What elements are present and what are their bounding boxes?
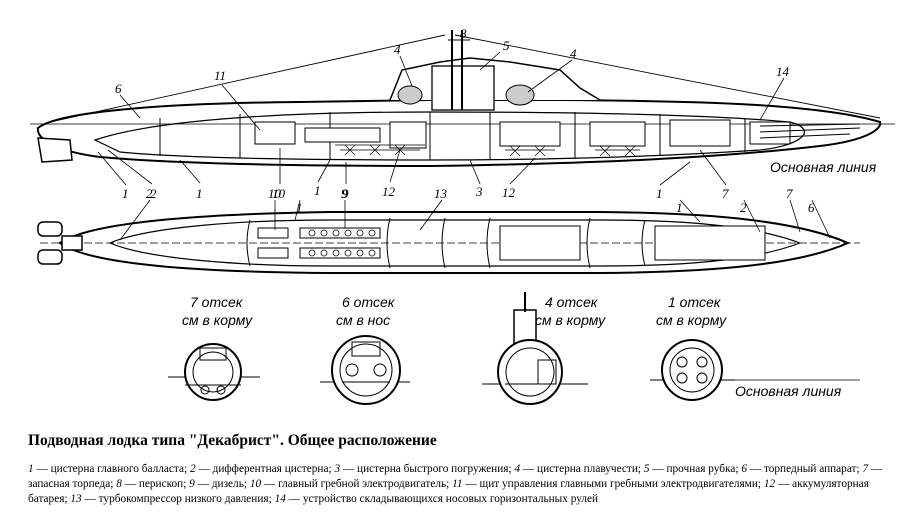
legend-num: 11 [452, 478, 463, 490]
legend-num: 4 [514, 463, 521, 475]
side-num: 1 [196, 186, 203, 201]
side-num: 10 [272, 186, 286, 201]
legend-num: 12 [763, 478, 776, 490]
jackstay-aft [49, 34, 446, 123]
section-views [168, 292, 860, 405]
side-internal-bulkheads [159, 112, 746, 160]
side-num: 2 [150, 186, 157, 201]
side-num: 4 [394, 42, 401, 57]
legend-text: главный гребной электродвигатель; [278, 478, 450, 490]
legend-num: 6 [741, 463, 747, 475]
plan-num: 2 [146, 186, 153, 201]
side-num: 6 [115, 81, 122, 96]
plan-propellers [37, 221, 83, 265]
buoyancy-tank-fwd [505, 84, 535, 106]
section-titles: 7 отсек см в корму 6 отсек см в нос 4 от… [182, 294, 727, 328]
submarine-general-arrangement-drawing: Основная линия [30, 26, 895, 405]
plan-bulkheads [246, 217, 646, 269]
legend-text: дифферентная цистерна; [212, 463, 332, 475]
legend-text: цистерна главного балласта; [50, 463, 188, 475]
legend-text: цистерна быстрого погружения; [357, 463, 512, 475]
side-num: 1 [314, 183, 321, 198]
section-4-line1: 4 отсек [545, 294, 599, 310]
plan-num: 1 [296, 200, 303, 215]
side-view-numbers: 6 11 4 8 5 4 14 1 2 1 10 1 9 12 3 12 1 7 [115, 26, 790, 201]
legend-text: дизель; [211, 478, 247, 490]
section-4 [482, 292, 588, 405]
legend-num: 2 [189, 463, 196, 475]
legend-num: 14 [274, 493, 286, 505]
legend: 1 — цистерна главного балласта; 2 — дифф… [28, 463, 883, 505]
side-num: 4 [570, 46, 577, 61]
figure-caption: Подводная лодка типа "Декабрист". Общее … [28, 432, 437, 449]
section-7-line1: 7 отсек [190, 294, 244, 310]
legend-num: 8 [116, 478, 122, 490]
jackstay-forward [454, 34, 881, 119]
legend-text: запасная торпеда; [28, 478, 114, 490]
legend-text: прочная рубка; [666, 463, 739, 475]
legend-num: 10 [249, 478, 262, 490]
section-1-line2: см в корму [656, 312, 727, 328]
legend-text: щит управления главными гребными электро… [479, 478, 762, 490]
section-1 [650, 339, 735, 401]
baseline-label-bottom: Основная линия [735, 383, 842, 399]
plan-num: 6 [808, 200, 815, 215]
side-num: 7 [722, 186, 729, 201]
leader-lines [97, 51, 831, 241]
side-num: 9 [342, 186, 349, 201]
side-num: 5 [503, 38, 510, 53]
baseline-label-top: Основная линия [770, 159, 877, 175]
plan-num: 13 [434, 186, 448, 201]
plan-num: 1 [676, 200, 683, 215]
legend-text: торпедный аппарат; [763, 463, 860, 475]
side-torpedo-tubes [759, 123, 861, 139]
legend-num: 5 [643, 463, 650, 475]
legend-num: 13 [70, 493, 82, 505]
side-pressure-hull [93, 111, 805, 161]
side-num: 12 [502, 185, 516, 200]
legend-text: аккумуляторная батарея; [28, 478, 869, 505]
side-num: 1 [656, 186, 663, 201]
side-battery-cells [335, 144, 640, 157]
legend-text: цистерна плавучести; [537, 463, 642, 475]
legend-num: 1 [28, 463, 34, 475]
side-num: 14 [776, 64, 790, 79]
section-6-line2: см в нос [336, 312, 390, 328]
legend-num: 7 [862, 463, 869, 475]
side-num: 12 [382, 184, 396, 199]
section-1-line1: 1 отсек [668, 294, 722, 310]
section-6-line1: 6 отсек [342, 294, 396, 310]
legend-num: 9 [189, 478, 195, 490]
section-7 [168, 343, 260, 401]
plan-machinery [257, 225, 766, 261]
section-6 [320, 335, 410, 405]
legend-text: турбокомпрессор низкого давления; [98, 493, 272, 505]
legend-num: 3 [334, 463, 341, 475]
legend-text: перископ; [138, 478, 187, 490]
plan-num: 7 [786, 186, 793, 201]
plan-view-numbers: 2 10 1 9 13 1 2 7 6 [146, 186, 815, 215]
section-4-line2: см в корму [535, 312, 606, 328]
plan-view [37, 211, 860, 274]
side-num: 11 [214, 68, 226, 83]
side-machinery [254, 119, 791, 149]
side-num: 1 [122, 186, 129, 201]
legend-text: устройство складывающихся носовых горизо… [302, 493, 599, 505]
section-7-line2: см в корму [182, 312, 253, 328]
buoyancy-tank-aft [397, 85, 423, 105]
plan-num: 9 [341, 186, 348, 201]
side-num: 8 [460, 26, 467, 41]
side-stern-rudder [37, 137, 73, 163]
side-num: 3 [475, 184, 483, 199]
side-view [30, 30, 895, 168]
plan-num: 10 [268, 186, 282, 201]
plan-num: 2 [740, 200, 747, 215]
plan-diesel-cylinders [308, 229, 376, 257]
